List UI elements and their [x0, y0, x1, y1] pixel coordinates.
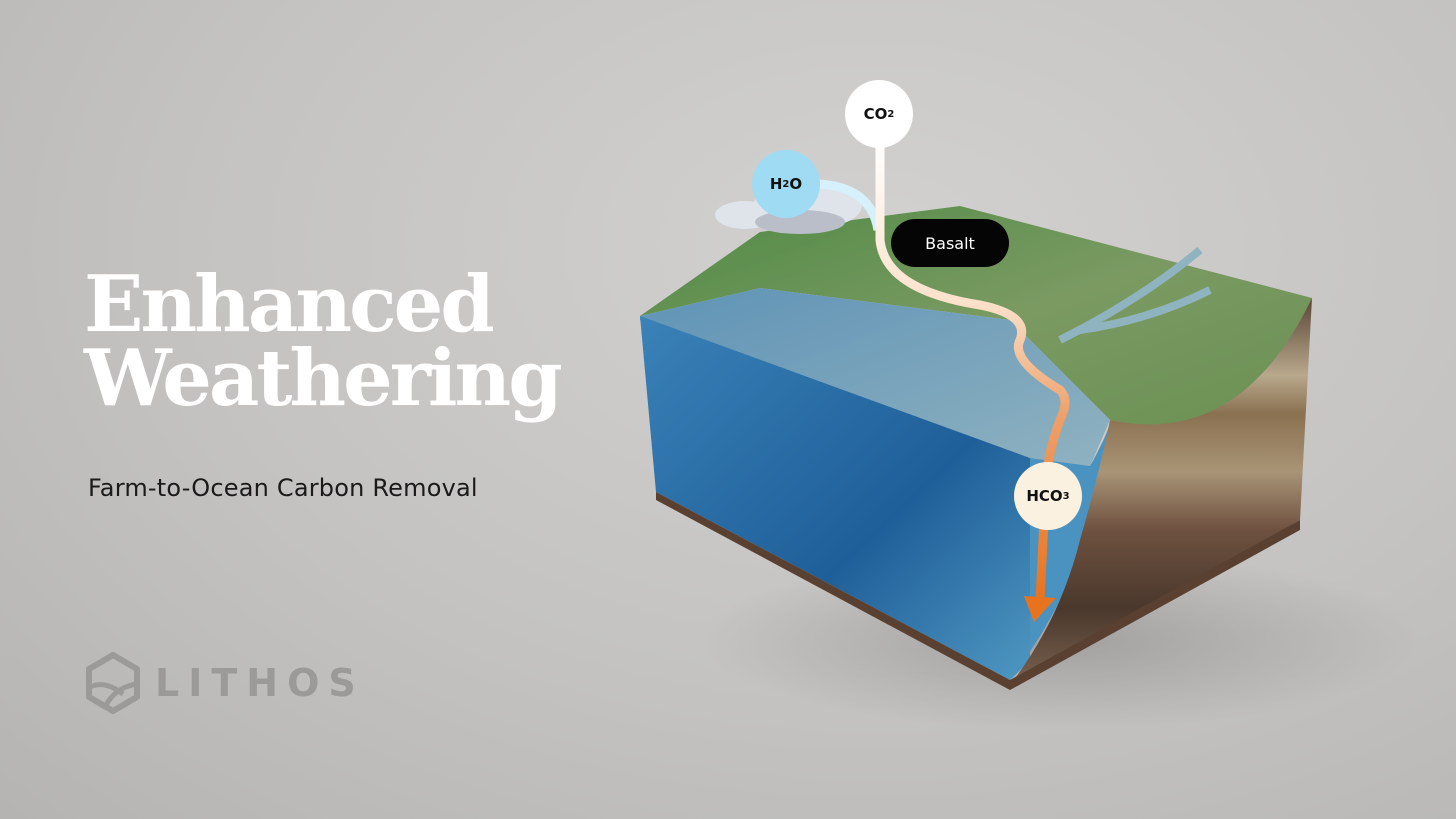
basalt-pill: Basalt: [891, 219, 1009, 267]
h2o-subscript: 2: [782, 178, 790, 190]
ocean-surface: [640, 288, 1110, 466]
soil-strata: [1010, 298, 1312, 685]
lithos-logo: LITHOS: [85, 652, 365, 714]
co2-subscript: 2: [887, 108, 895, 120]
page-title: Enhanced Weathering: [84, 266, 563, 418]
arrow-head-icon: [1024, 596, 1056, 622]
carbon-flow-arrow: [875, 140, 1070, 601]
h2o-label-post: O: [789, 175, 803, 193]
subtitle: Farm-to-Ocean Carbon Removal: [88, 474, 478, 502]
title-line-1: Enhanced: [84, 259, 495, 350]
hco3-label: HCO: [1026, 487, 1063, 505]
ocean-cross-section: [640, 316, 1030, 680]
co2-label: CO: [863, 105, 888, 123]
h2o-label-pre: H: [769, 175, 783, 193]
hco3-subscript: 3: [1062, 490, 1070, 502]
farmland-surface: [640, 206, 1312, 448]
hexagon-hills-icon: [86, 652, 140, 714]
title-line-2: Weathering: [84, 333, 563, 424]
logo-text: LITHOS: [155, 661, 365, 705]
river: [1058, 246, 1212, 344]
